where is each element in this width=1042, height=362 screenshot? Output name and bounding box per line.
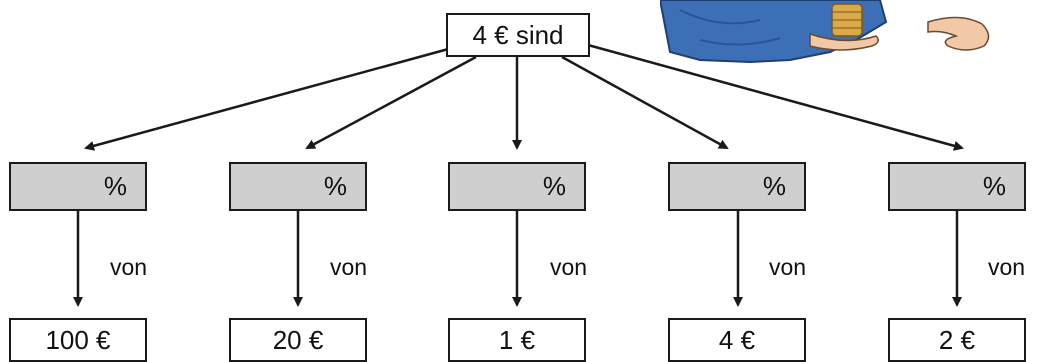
value-box-2: 20 €: [229, 318, 367, 362]
value-box-3: 1 €: [448, 318, 586, 362]
percent-sign: %: [323, 171, 347, 201]
right-hand-shape: [927, 16, 990, 51]
von-label-2: von: [330, 254, 368, 280]
von-label-4: von: [769, 254, 807, 280]
value-label: 20 €: [272, 324, 324, 355]
palm-shape: [809, 32, 879, 51]
value-label: 2 €: [938, 324, 976, 355]
percent-sign: %: [542, 171, 566, 201]
percent-sign: %: [762, 171, 786, 201]
percent-box-1[interactable]: %: [9, 162, 147, 211]
von-label-3: von: [550, 254, 588, 280]
value-label: 1 €: [498, 324, 536, 355]
von-label-1: von: [110, 254, 148, 280]
von-label-5: von: [988, 254, 1026, 280]
top-box-label: 4 € sind: [472, 19, 564, 50]
top-box: 4 € sind: [446, 13, 590, 57]
percent-box-4[interactable]: %: [668, 162, 806, 211]
value-label: 4 €: [718, 324, 756, 355]
sleeve-shading: [679, 9, 781, 46]
coin-lines: [832, 11, 862, 29]
arrow-top-to-branch-5: [587, 43, 964, 151]
percent-box-3[interactable]: %: [448, 162, 586, 211]
value-box-4: 4 €: [668, 318, 806, 362]
value-label: 100 €: [45, 324, 111, 355]
value-box-1: 100 €: [9, 318, 147, 362]
arrow-top-to-branch-2: [305, 55, 477, 150]
arrow-top-to-branch-4: [561, 55, 729, 150]
percent-sign: %: [103, 171, 127, 201]
percent-sign: %: [982, 171, 1006, 201]
percent-box-5[interactable]: %: [888, 162, 1026, 211]
percent-box-2[interactable]: %: [229, 162, 367, 211]
value-box-5: 2 €: [888, 318, 1026, 362]
arrow-top-to-branch-1: [84, 46, 453, 151]
hands-with-coins-illustration: [660, 0, 990, 64]
